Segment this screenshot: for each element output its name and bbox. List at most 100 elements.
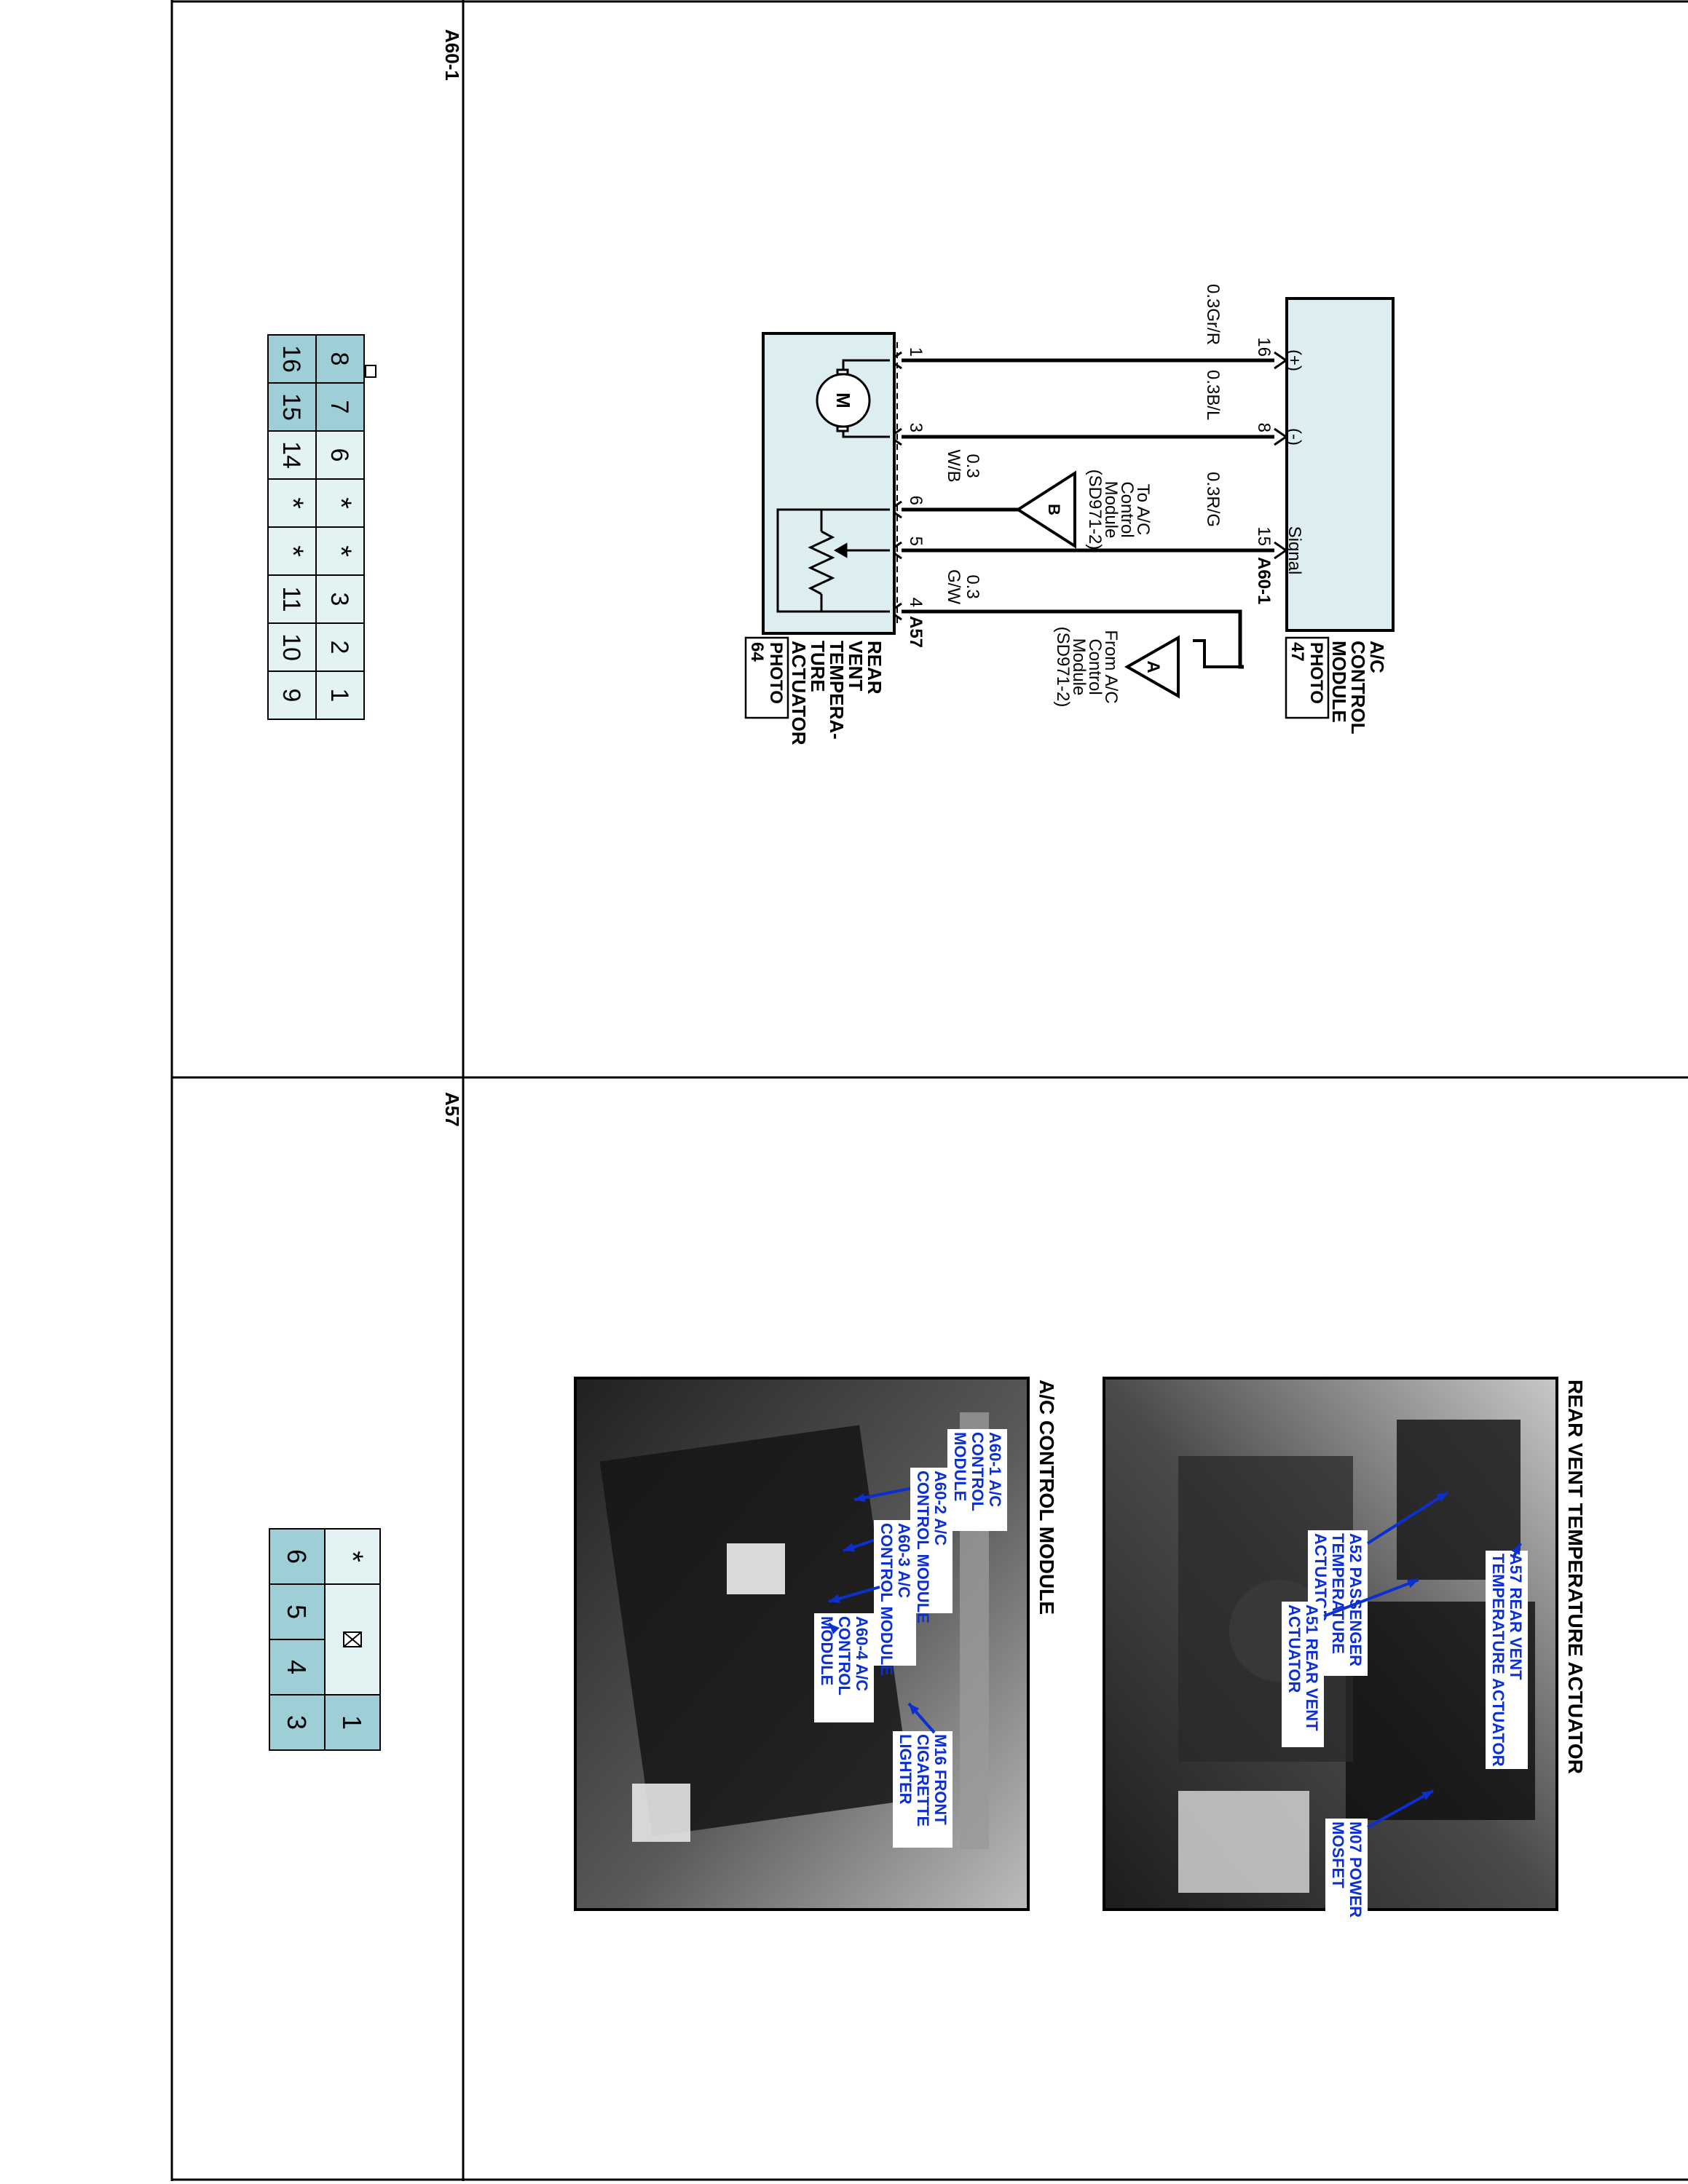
svg-text:47: 47 (1287, 642, 1307, 662)
svg-text:Control: Control (1085, 638, 1105, 695)
a60-pin-label: 1 (326, 689, 353, 703)
svg-text:(SD971-2): (SD971-2) (1085, 470, 1105, 550)
ac-module-callout-text: MODULE (951, 1432, 969, 1501)
rear-vent-callout-text: A51 REAR VENT (1303, 1605, 1321, 1731)
connector-label-a60-1: A60-1 (1254, 557, 1274, 604)
wiring-schematic: (+) (-) Signal 16 8 15 A60-1 A/C CONTROL… (744, 284, 1395, 745)
a60-pin-label: 6 (326, 448, 353, 462)
a57-pin-label: 5 (282, 1605, 312, 1619)
ac-module-photo-ref: PHOTO 47 (1287, 642, 1326, 704)
svg-text:1: 1 (906, 347, 926, 357)
actuator-photo-ref-box (744, 636, 789, 719)
a60-pin-label: 8 (326, 352, 353, 366)
motor-symbol (816, 359, 890, 438)
a57-pin-label: 3 (282, 1715, 312, 1730)
rear-vent-callout-arrow (1323, 1578, 1419, 1618)
rear-vent-callout-text: ACTUATOR (1285, 1605, 1304, 1693)
svg-text:ACTUATOR: ACTUATOR (788, 641, 810, 745)
ac-module-callout-text: LIGHTER (896, 1734, 915, 1805)
connector-label-a57: A57 (906, 616, 926, 648)
ac-module-callout-text: M16 FRONT (931, 1734, 950, 1825)
a60-pin-label: 2 (326, 641, 353, 654)
ac-module-callout-box (874, 1520, 916, 1666)
ac-module-callout-box (814, 1613, 874, 1722)
a60-pin-cell (267, 670, 317, 720)
ac-module-callout-text: A60-1 A/C (986, 1432, 1004, 1507)
wire-label-gr-r: 0.3Gr/R (1203, 284, 1223, 345)
a60-pin-label: 14 (277, 441, 305, 469)
pin-8-number: 8 (1254, 423, 1274, 432)
svg-text:A/C: A/C (1366, 641, 1388, 673)
svg-text:PHOTO: PHOTO (1306, 642, 1326, 704)
wire-label-w-b-2: W/B (944, 449, 963, 482)
connector-a57-title: A57 (441, 1092, 463, 1127)
ac-module-callout-text: A60-4 A/C (853, 1616, 871, 1691)
a57-pin-cell (269, 1694, 326, 1751)
rear-vent-callout-text: MOSFET (1329, 1821, 1347, 1888)
photo-section: REAR VENT TEMPERATURE ACTUATOR A52 PASSE… (574, 1377, 1587, 1918)
rear-vent-callout-arrowhead (1421, 1791, 1433, 1800)
ac-module-name: A/C CONTROL MODULE (1328, 641, 1388, 735)
a60-pin-label: 9 (277, 689, 305, 703)
connector-a60-1-title: A60-1 (441, 29, 463, 81)
page-frame (170, 0, 1688, 2181)
ac-module-callout-text: CONTROL (835, 1616, 853, 1696)
wire-paths (902, 358, 1274, 669)
pin-15-number: 15 (1254, 526, 1274, 546)
svg-text:5: 5 (906, 537, 926, 546)
ac-module-photo-title: A/C CONTROL MODULE (1036, 1380, 1058, 1615)
a60-pin-label: * (325, 497, 357, 509)
a60-pin-label: * (325, 545, 357, 557)
a60-pin-label: 10 (277, 633, 305, 661)
svg-text:TURE: TURE (807, 641, 829, 692)
rear-vent-callout-text: A52 PASSENGER (1346, 1533, 1365, 1666)
ac-module-callout-box (893, 1731, 953, 1848)
pin-16-number: 16 (1254, 337, 1274, 357)
pin-label-minus: (-) (1285, 428, 1304, 446)
actuator-photo-ref: PHOTO 64 (747, 642, 786, 704)
rear-vent-callout-arrow (1366, 1491, 1449, 1545)
svg-text:REAR: REAR (864, 641, 886, 695)
rear-vent-photo-title: REAR VENT TEMPERATURE ACTUATOR (1564, 1380, 1587, 1774)
actuator-pin-numbers: 1 3 6 5 4 (906, 347, 926, 607)
motor-label: M (832, 392, 854, 408)
a60-pin-label: 16 (277, 345, 305, 373)
svg-text:3: 3 (906, 423, 926, 432)
potentiometer-symbol (776, 508, 890, 613)
rear-vent-callout-text: A57 REAR VENT (1507, 1554, 1525, 1680)
ac-module-pin-markers (1274, 351, 1288, 560)
rear-vent-callout-arrowhead (1436, 1492, 1448, 1503)
a57-pin-label: 1 (337, 1715, 367, 1730)
svg-text:Module: Module (1069, 638, 1089, 696)
svg-text:(SD971-2): (SD971-2) (1053, 627, 1073, 708)
rear-vent-callout-arrow (1367, 1789, 1434, 1829)
ac-module-callout-text: A60-3 A/C (895, 1523, 913, 1598)
a60-pin-label: 15 (277, 393, 305, 421)
svg-text:CONTROL: CONTROL (1347, 641, 1369, 735)
rear-vent-callout-text: TEMPERATURE ACTUATOR (1489, 1554, 1507, 1767)
wire-label-b-l: 0.3B/L (1203, 370, 1223, 420)
wire-label-r-g: 0.3R/G (1203, 472, 1223, 527)
svg-text:Control: Control (1117, 481, 1137, 537)
a57-key-cross (343, 1631, 362, 1647)
ac-module-callout-text: CONTROL MODULE (877, 1523, 896, 1676)
svg-text:6: 6 (906, 496, 926, 505)
ac-module-photo-ref-box (1285, 636, 1330, 719)
rear-vent-callout-text: M07 POWER (1346, 1821, 1365, 1918)
ac-module-callout-text: A60-2 A/C (931, 1471, 950, 1546)
svg-text:MODULE: MODULE (1328, 641, 1350, 723)
wire-label-g-w-2: G/W (944, 569, 963, 604)
rear-vent-callout-box (1486, 1551, 1528, 1769)
ac-module-pin-numbers: 16 8 15 (1254, 337, 1274, 546)
from-a-leader (1193, 639, 1244, 668)
a57-pin-label: 4 (282, 1660, 312, 1674)
svg-text:VENT: VENT (845, 641, 867, 691)
a57-pin-cell (325, 1639, 380, 1695)
ac-module-callout-box (910, 1468, 953, 1613)
a60-pin-label: * (277, 497, 309, 509)
